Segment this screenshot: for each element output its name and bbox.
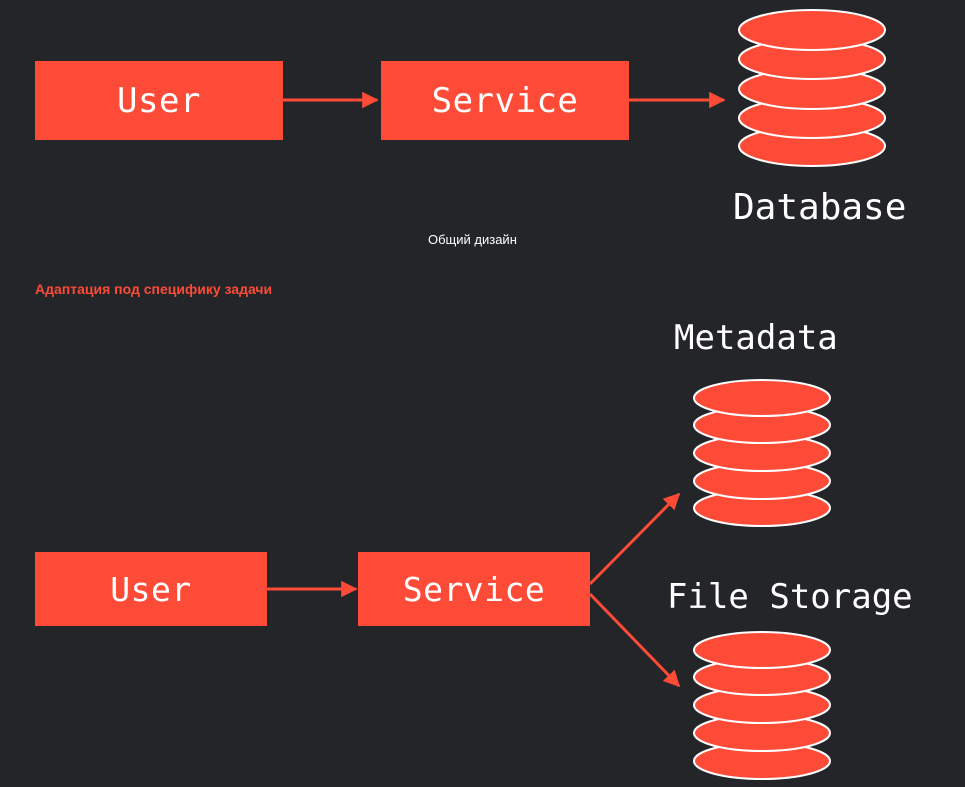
user-box: User (35, 552, 267, 626)
file-storage-label: File Storage (667, 577, 913, 617)
service-box: Service (358, 552, 590, 626)
metadata-label: Metadata (674, 318, 838, 358)
file-storage-stack-icon (693, 631, 831, 780)
arrow-service-to-metadata-icon (588, 492, 681, 586)
section-heading: Адаптация под специфику задачи (35, 281, 273, 297)
service-label: Service (431, 80, 579, 121)
database-label: Database (733, 187, 907, 228)
user-box: User (35, 61, 283, 140)
user-label: User (117, 80, 201, 121)
service-box: Service (381, 61, 629, 140)
service-label: Service (402, 569, 546, 609)
database-stack-icon (738, 9, 886, 167)
general-design-caption: Общий дизайн (428, 232, 517, 247)
arrow-service-to-file-storage-icon (588, 592, 681, 688)
metadata-stack-icon (693, 379, 831, 527)
user-label: User (110, 569, 192, 609)
